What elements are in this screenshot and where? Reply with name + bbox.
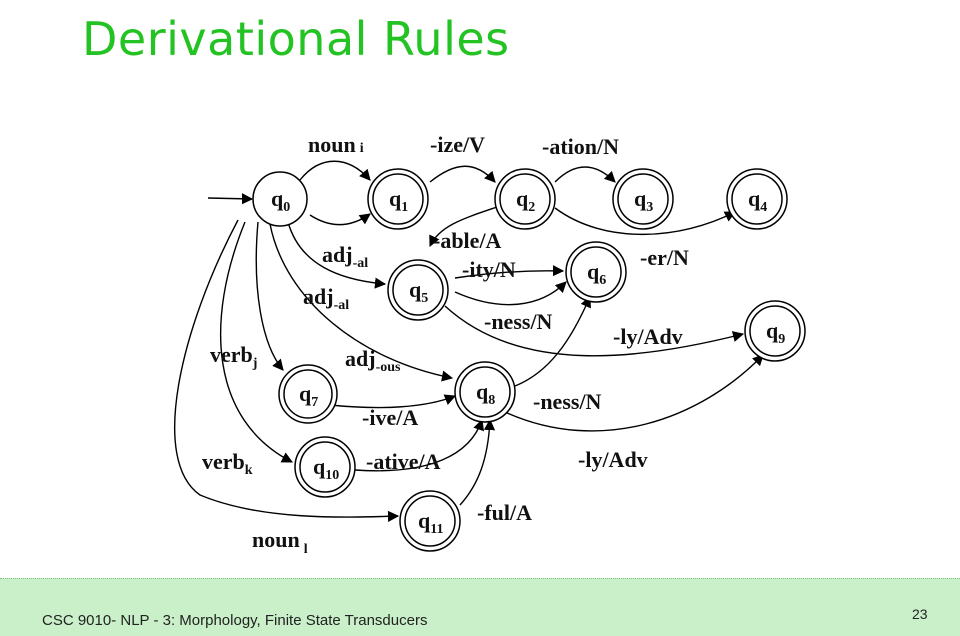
fsa-diagram: q0 q1 q2 q3 q4 q5 q6 [174,132,806,557]
edge-q11-q8 [459,418,496,506]
page-number: 23 [912,606,928,622]
svg-text:q4: q4 [748,186,767,215]
edge-q2-q4 [554,207,736,235]
label-ly-1: -ly/Adv [613,324,683,349]
label-ful: -ful/A [477,500,532,525]
state-q0: q0 [252,171,308,227]
edge-q8-q9 [504,354,764,432]
start-arrow [207,193,254,205]
state-q8: q8 [454,361,516,423]
svg-text:q9: q9 [766,318,785,347]
label-ness-2: -ness/N [533,389,602,414]
label-adj-al-2: adj-al [303,284,349,313]
label-adj-ous: adj-ous [345,346,401,375]
state-q4: q4 [726,168,788,230]
state-q10: q10 [294,436,356,498]
label-able: -able/A [433,228,502,253]
state-q6: q6 [565,241,627,303]
slide-title: Derivational Rules [82,12,510,66]
edge-q1-q2 [429,165,496,183]
state-q11: q11 [399,490,461,552]
edge-q0-q10 [219,221,293,463]
state-q9: q9 [744,300,806,362]
edge-q5-q9 [444,305,745,357]
label-verb-j: verbj [210,342,257,371]
label-ness-1: -ness/N [484,309,553,334]
svg-text:q11: q11 [418,508,443,537]
footer-text: CSC 9010- NLP - 3: Morphology, Finite St… [42,612,428,629]
label-ity: -ity/N [462,257,516,282]
edge-q0-q1-upper [299,160,371,181]
label-adj-al-1: adj-al [322,242,368,271]
edge-q0-q5 [287,221,387,289]
state-q5: q5 [387,259,449,321]
svg-text:q1: q1 [389,186,408,215]
edges [174,160,764,522]
svg-text:q8: q8 [476,379,495,408]
edge-q2-q3 [554,166,616,183]
edge-q0-q1-lower [309,213,371,226]
edge-q7-q8 [329,394,457,409]
svg-text:q6: q6 [587,259,606,288]
states: q0 q1 q2 q3 q4 q5 q6 [252,168,806,552]
label-ly-2: -ly/Adv [578,447,648,472]
label-ize: -ize/V [430,132,485,157]
edge-q0-q11 [174,219,400,522]
edge-q10-q8 [354,418,485,472]
svg-text:q0: q0 [271,186,290,215]
slide-footer: CSC 9010- NLP - 3: Morphology, Finite St… [0,578,960,636]
label-ation: -ation/N [542,134,619,159]
edge-q8-q6 [514,295,591,387]
svg-text:q7: q7 [299,381,318,410]
state-q2: q2 [494,168,556,230]
label-ive: -ive/A [362,405,418,430]
svg-text:q5: q5 [409,277,428,306]
state-q3: q3 [612,168,674,230]
edge-q0-q8 [269,223,454,382]
state-q1: q1 [367,168,429,230]
label-er: -er/N [640,245,689,270]
label-verb-k: verbk [202,449,253,478]
svg-text:q10: q10 [313,454,339,483]
label-ative: -ative/A [366,449,441,474]
svg-text:q3: q3 [634,186,653,215]
svg-text:q2: q2 [516,186,535,215]
edge-q5-q6-lower [454,281,567,306]
edge-q0-q7 [255,221,284,371]
state-q7: q7 [278,364,338,424]
edge-q5-q6-upper [454,265,565,279]
edge-q2-q5 [429,205,501,248]
